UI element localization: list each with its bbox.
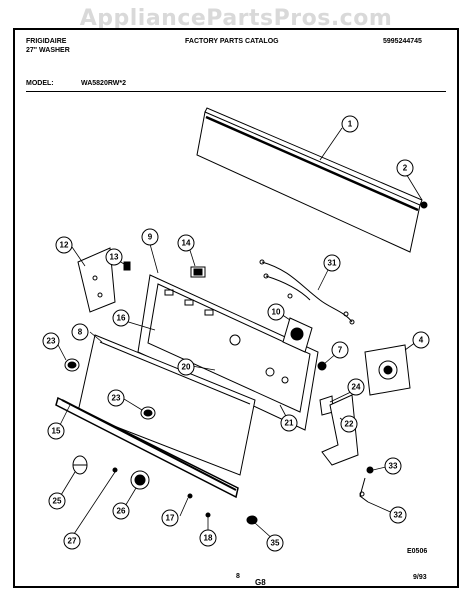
watermark: AppliancePartsPros.com xyxy=(79,6,393,31)
knob-25 xyxy=(72,455,88,475)
screws-17-18 xyxy=(187,493,211,518)
doc-number: 5995244745 xyxy=(383,38,422,45)
callout-24: 24 xyxy=(347,378,365,396)
model-divider xyxy=(26,91,446,92)
screw-27 xyxy=(112,467,118,473)
callout-14: 14 xyxy=(177,234,195,252)
svg-text:7: 7 xyxy=(338,346,343,355)
callout-13: 13 xyxy=(105,248,123,266)
svg-text:35: 35 xyxy=(271,539,280,548)
wire-harness xyxy=(259,259,355,325)
lid-switch xyxy=(359,466,374,503)
callout-17: 17 xyxy=(161,509,179,527)
svg-text:12: 12 xyxy=(60,241,69,250)
svg-text:23: 23 xyxy=(112,394,121,403)
callout-8: 8 xyxy=(71,323,89,341)
callout-22: 22 xyxy=(340,415,358,433)
model-number: WA5820RW*2 xyxy=(81,80,127,87)
callout-10: 10 xyxy=(267,303,285,321)
svg-text:13: 13 xyxy=(110,253,119,262)
callout-9: 9 xyxy=(141,228,159,246)
callout-33: 33 xyxy=(384,457,402,475)
callout-26: 26 xyxy=(112,502,130,520)
callout-leaders xyxy=(55,127,423,542)
svg-text:20: 20 xyxy=(182,363,191,372)
page-number: 8 xyxy=(236,573,240,580)
callout-7: 7 xyxy=(331,341,349,359)
dial-26 xyxy=(130,470,150,490)
clip-13 xyxy=(123,261,131,271)
end-bracket-left xyxy=(77,247,116,313)
svg-text:2: 2 xyxy=(403,164,408,173)
callout-21: 21 xyxy=(280,414,298,432)
callout-23b: 23 xyxy=(107,389,125,407)
product-name: 27" WASHER xyxy=(26,47,70,54)
svg-text:10: 10 xyxy=(272,308,281,317)
svg-text:25: 25 xyxy=(53,497,62,506)
svg-text:8: 8 xyxy=(78,328,83,337)
callout-4: 4 xyxy=(412,331,430,349)
callout-32: 32 xyxy=(389,506,407,524)
callout-2: 2 xyxy=(396,159,414,177)
svg-text:32: 32 xyxy=(394,511,403,520)
callout-16: 16 xyxy=(112,309,130,327)
switch-14 xyxy=(190,266,206,278)
section-code: G8 xyxy=(255,578,266,587)
model-bar: MODEL: WA5820RW*2 xyxy=(26,80,446,92)
svg-text:16: 16 xyxy=(117,314,126,323)
svg-text:27: 27 xyxy=(68,537,77,546)
callout-35: 35 xyxy=(266,534,284,552)
svg-text:18: 18 xyxy=(204,534,213,543)
panel-screw xyxy=(420,201,428,209)
callout-18: 18 xyxy=(199,529,217,547)
svg-text:17: 17 xyxy=(166,514,175,523)
callout-1: 1 xyxy=(341,115,359,133)
callout-31: 31 xyxy=(323,254,341,272)
callout-12: 12 xyxy=(55,236,73,254)
svg-text:33: 33 xyxy=(389,462,398,471)
selector-knob xyxy=(64,358,156,420)
model-label: MODEL: xyxy=(26,80,54,87)
callout-27: 27 xyxy=(63,532,81,550)
revision-date: 9/93 xyxy=(413,574,427,581)
svg-text:23: 23 xyxy=(47,337,56,346)
svg-text:9: 9 xyxy=(148,233,153,242)
base-trim-strip xyxy=(55,396,239,499)
plug-35 xyxy=(246,515,258,525)
svg-text:14: 14 xyxy=(182,239,191,248)
brand-name: FRIGIDAIRE xyxy=(26,38,67,45)
svg-text:21: 21 xyxy=(285,419,294,428)
callout-20: 20 xyxy=(177,358,195,376)
console-front xyxy=(77,334,256,476)
svg-text:1: 1 xyxy=(348,120,353,129)
svg-text:4: 4 xyxy=(419,336,424,345)
callout-23a: 23 xyxy=(42,332,60,350)
svg-text:15: 15 xyxy=(52,427,61,436)
end-bracket-right xyxy=(321,394,359,466)
part-callouts: 1 2 4 7 8 9 10 12 13 14 15 16 17 18 20 2… xyxy=(42,115,430,552)
callout-25: 25 xyxy=(48,492,66,510)
timer-10 xyxy=(282,317,313,353)
catalog-title: FACTORY PARTS CATALOG xyxy=(185,38,279,45)
diagram-code: E0506 xyxy=(407,548,428,555)
console-back-panel xyxy=(196,107,423,253)
callout-15: 15 xyxy=(47,422,65,440)
water-level-switch xyxy=(364,344,411,396)
svg-text:22: 22 xyxy=(345,420,354,429)
svg-text:31: 31 xyxy=(328,259,337,268)
svg-text:24: 24 xyxy=(352,383,361,392)
svg-text:26: 26 xyxy=(117,507,126,516)
